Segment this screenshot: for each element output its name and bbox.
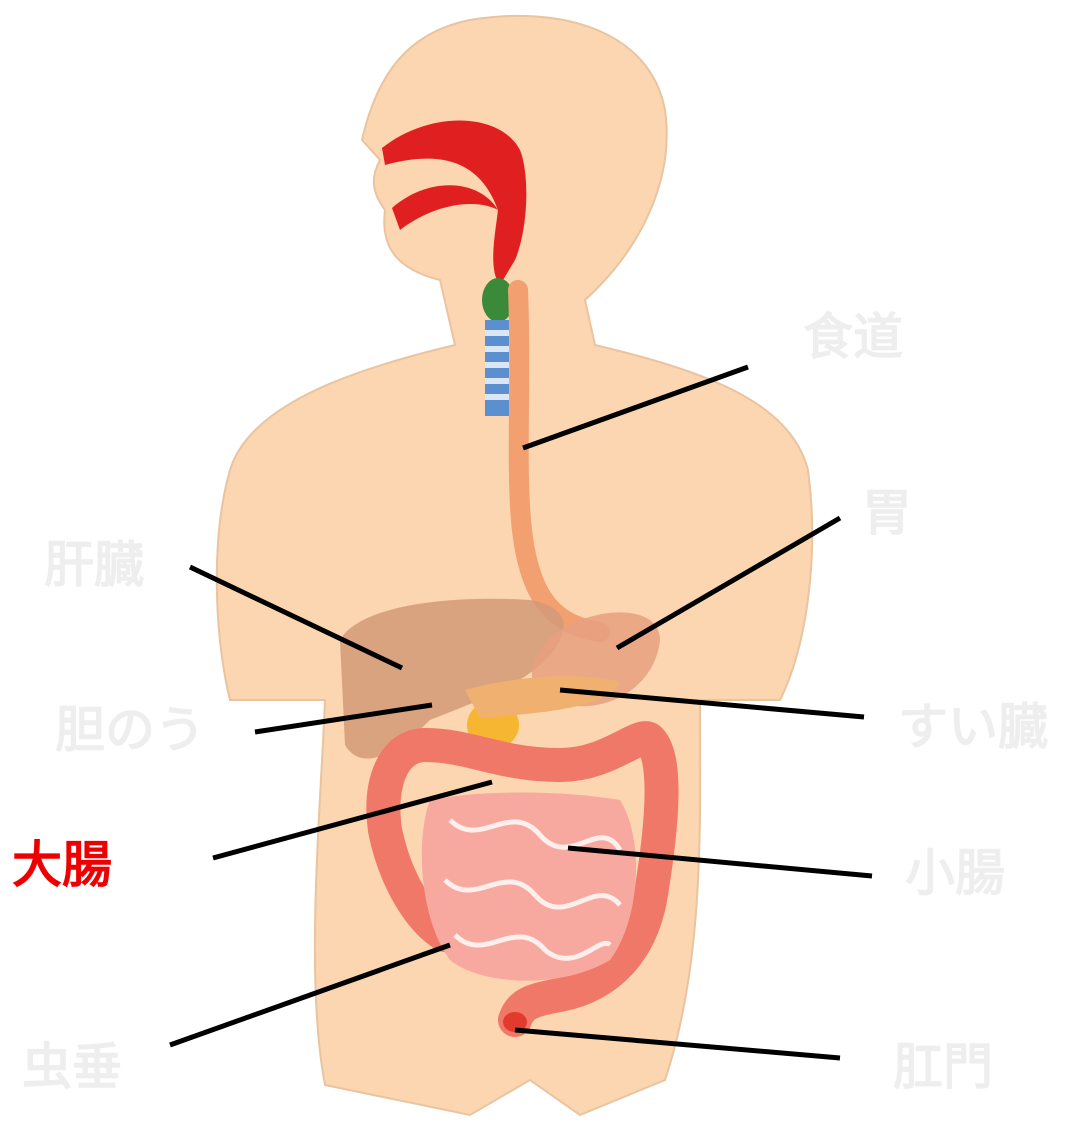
label-esophagus: 食道 xyxy=(803,312,903,362)
label-large-intestine: 大腸 xyxy=(12,840,112,890)
trachea xyxy=(485,320,509,416)
label-pancreas: すい臓 xyxy=(898,702,1048,752)
label-liver: 肝臓 xyxy=(44,540,144,590)
label-appendix: 虫垂 xyxy=(22,1042,122,1092)
label-anus: 肛門 xyxy=(893,1042,993,1092)
label-small-intestine: 小腸 xyxy=(905,848,1005,898)
label-stomach: 胃 xyxy=(862,488,912,538)
label-gallbladder: 胆のう xyxy=(55,705,205,755)
